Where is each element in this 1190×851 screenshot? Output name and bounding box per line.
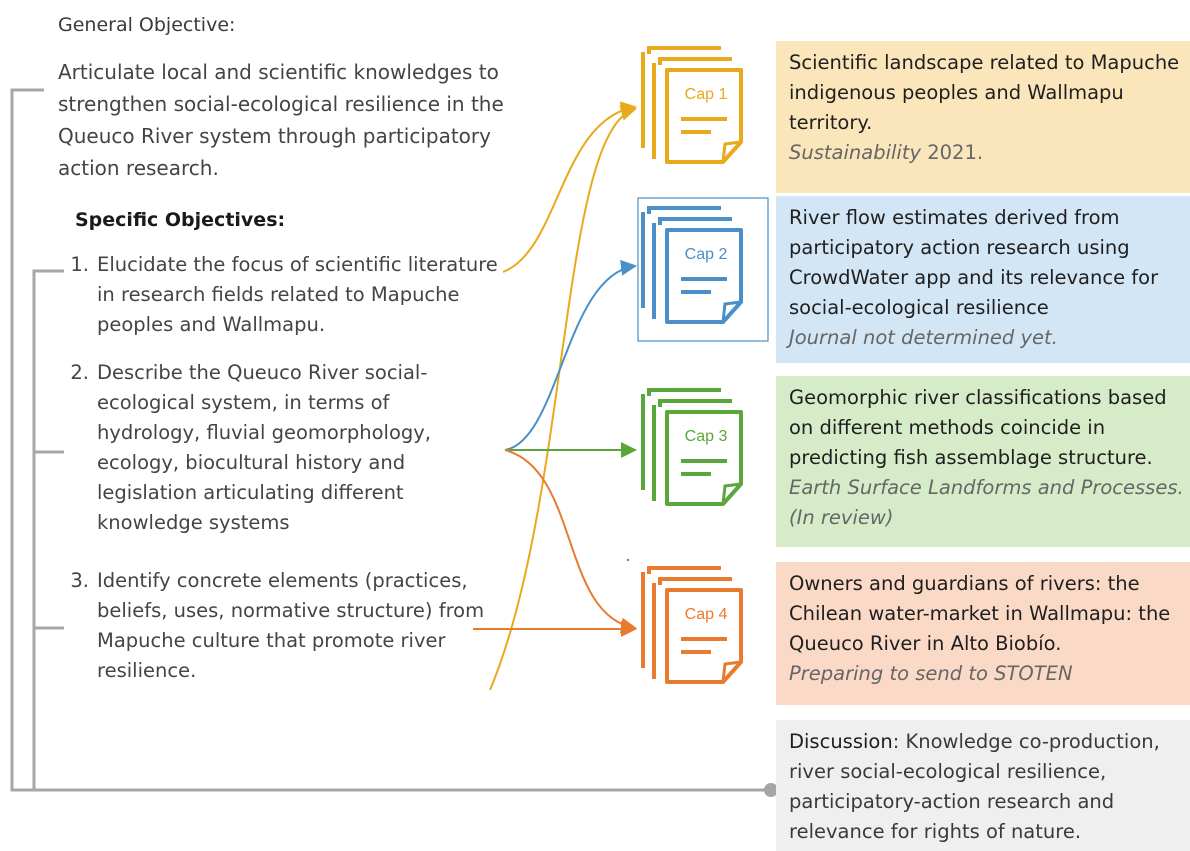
objective-text: Identify concrete elements (practices, b… (97, 569, 485, 682)
chapter-3-label: Cap 3 (685, 428, 728, 445)
specific-objective-3: 3. Identify concrete elements (practices… (57, 566, 517, 696)
chapter-2-document-icon: Cap 2 (641, 206, 743, 324)
objective-number: 2. (70, 361, 89, 384)
general-objective-text: Articulate local and scientific knowledg… (58, 60, 504, 180)
chapter-title: Owners and guardians of rivers: the Chil… (789, 572, 1171, 655)
discussion-text: : Knowledge co-production, river social-… (789, 730, 1160, 843)
specific-objective-2: 2. Describe the Queuco River social-ecol… (57, 358, 517, 548)
chapter-2-box: River flow estimates derived from partic… (776, 196, 1190, 363)
chapter-journal: Preparing to send to STOTEN (789, 662, 1073, 685)
chapter-3-document-icon: Cap 3 (641, 388, 743, 506)
discussion-connector-dot (764, 783, 778, 797)
chapter-1-label: Cap 1 (685, 86, 728, 103)
chapter-title: River flow estimates derived from partic… (789, 206, 1159, 319)
chapter-journal: Journal not determined yet. (789, 326, 1058, 349)
specific-objective-1: 1. Elucidate the focus of scientific lit… (57, 250, 517, 345)
stray-dot (626, 558, 630, 562)
arrow-obj2-to-cap4 (504, 449, 637, 634)
chapter-title: Geomorphic river classifications based o… (789, 386, 1167, 469)
discussion-box: Discussion: Knowledge co-production, riv… (776, 720, 1190, 851)
arrow-obj3-to-cap1 (489, 105, 637, 691)
chapter-journal: Earth Surface Landforms and Processes. (… (789, 476, 1184, 529)
chapter-4-label: Cap 4 (685, 606, 728, 623)
discussion-label: Discussion (789, 730, 893, 753)
general-objective-title: General Objective: (58, 14, 236, 36)
objective-number: 3. (70, 569, 89, 592)
chapter-4-document-icon: Cap 4 (641, 566, 743, 684)
objective-text: Describe the Queuco River social-ecologi… (97, 361, 432, 534)
arrow-obj1-to-cap1 (502, 101, 637, 273)
objective-text: Elucidate the focus of scientific litera… (97, 253, 498, 336)
chapter-journal: Sustainability 2021. (789, 141, 984, 164)
chapter-2-label: Cap 2 (685, 246, 728, 263)
chapter-1-box: Scientific landscape related to Mapuche … (776, 41, 1190, 193)
chapter-3-box: Geomorphic river classifications based o… (776, 376, 1190, 547)
chapter-title: Scientific landscape related to Mapuche … (789, 51, 1180, 134)
chapter-1-document-icon: Cap 1 (641, 46, 743, 164)
objective-number: 1. (70, 253, 89, 276)
objectives-bracket (10, 88, 770, 792)
specific-objectives-title: Specific Objectives: (75, 209, 286, 231)
chapter-4-box: Owners and guardians of rivers: the Chil… (776, 562, 1190, 705)
arrow-obj2-to-cap2 (504, 259, 637, 451)
cap2-frame (637, 197, 769, 342)
